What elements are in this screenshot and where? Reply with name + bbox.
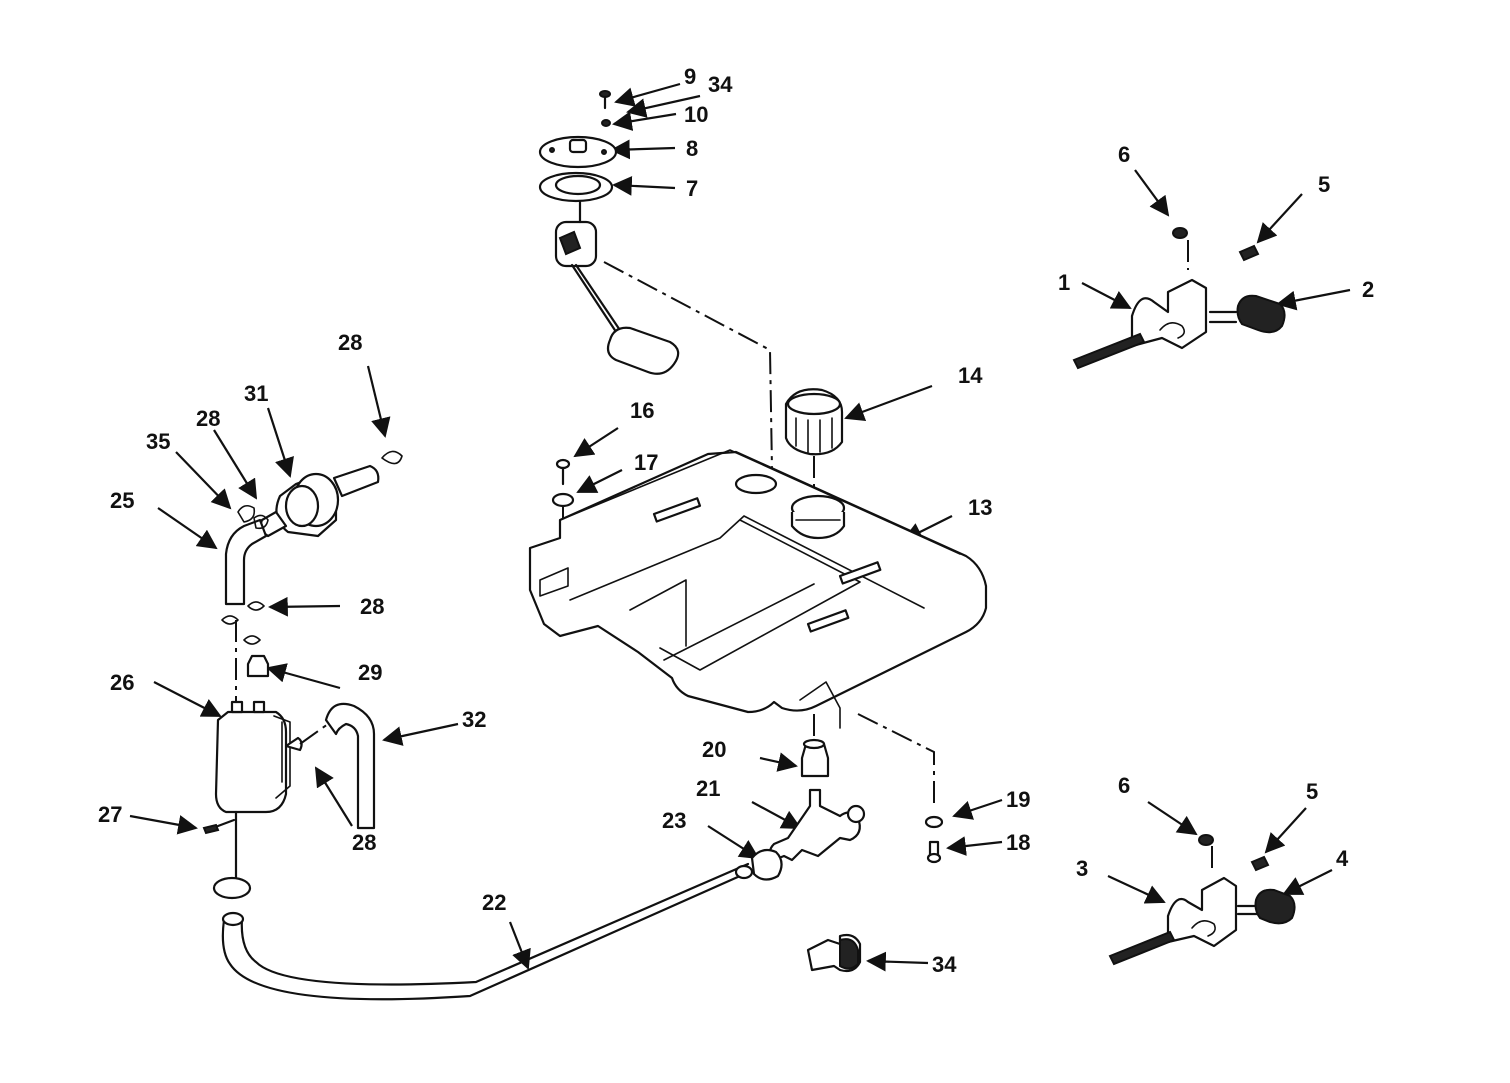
callout-18: 18 <box>1006 830 1030 855</box>
callout-32: 32 <box>462 707 486 732</box>
callout-5: 5 <box>1318 172 1330 197</box>
callout-5: 5 <box>1306 779 1318 804</box>
callout-6: 6 <box>1118 142 1130 167</box>
callout-17: 17 <box>634 450 658 475</box>
callout-9: 9 <box>684 64 696 89</box>
fuel-pump <box>129 681 459 900</box>
hose-clamps-and-fitting <box>221 596 341 706</box>
callout-22: 22 <box>482 890 506 915</box>
callout-23: 23 <box>662 808 686 833</box>
callout-28: 28 <box>338 330 362 355</box>
callout-1: 1 <box>1058 270 1070 295</box>
callout-34: 34 <box>708 72 733 97</box>
callout-20: 20 <box>702 737 726 762</box>
callout-29: 29 <box>358 660 382 685</box>
callout-25: 25 <box>110 488 134 513</box>
callout-10: 10 <box>684 102 708 127</box>
callout-6: 6 <box>1118 773 1130 798</box>
fuel-hose <box>221 862 754 1001</box>
callout-labels: 9 34 10 8 7 6 5 1 2 28 31 14 28 35 16 17… <box>98 64 1374 977</box>
callout-26: 26 <box>110 670 134 695</box>
callout-16: 16 <box>630 398 654 423</box>
hose-clip <box>806 933 929 973</box>
callout-19: 19 <box>1006 787 1030 812</box>
callout-13: 13 <box>968 495 992 520</box>
callout-27: 27 <box>98 802 122 827</box>
callout-21: 21 <box>696 776 720 801</box>
callout-28: 28 <box>352 830 376 855</box>
callout-7: 7 <box>686 176 698 201</box>
callout-8: 8 <box>686 136 698 161</box>
fuel-tank <box>528 384 988 808</box>
callout-3: 3 <box>1076 856 1088 881</box>
fuel-sending-unit <box>538 82 773 471</box>
callout-35: 35 <box>146 429 170 454</box>
callout-31: 31 <box>244 381 268 406</box>
callout-14: 14 <box>958 363 983 388</box>
callout-4: 4 <box>1336 846 1349 871</box>
callout-2: 2 <box>1362 277 1374 302</box>
callout-34: 34 <box>932 952 957 977</box>
tank-fittings <box>707 738 1003 881</box>
callout-28: 28 <box>196 406 220 431</box>
lower-hose-bracket <box>1107 801 1333 966</box>
fuel-filter-assembly <box>157 365 403 606</box>
callout-28: 28 <box>360 594 384 619</box>
upper-hose-bracket <box>1072 169 1351 370</box>
